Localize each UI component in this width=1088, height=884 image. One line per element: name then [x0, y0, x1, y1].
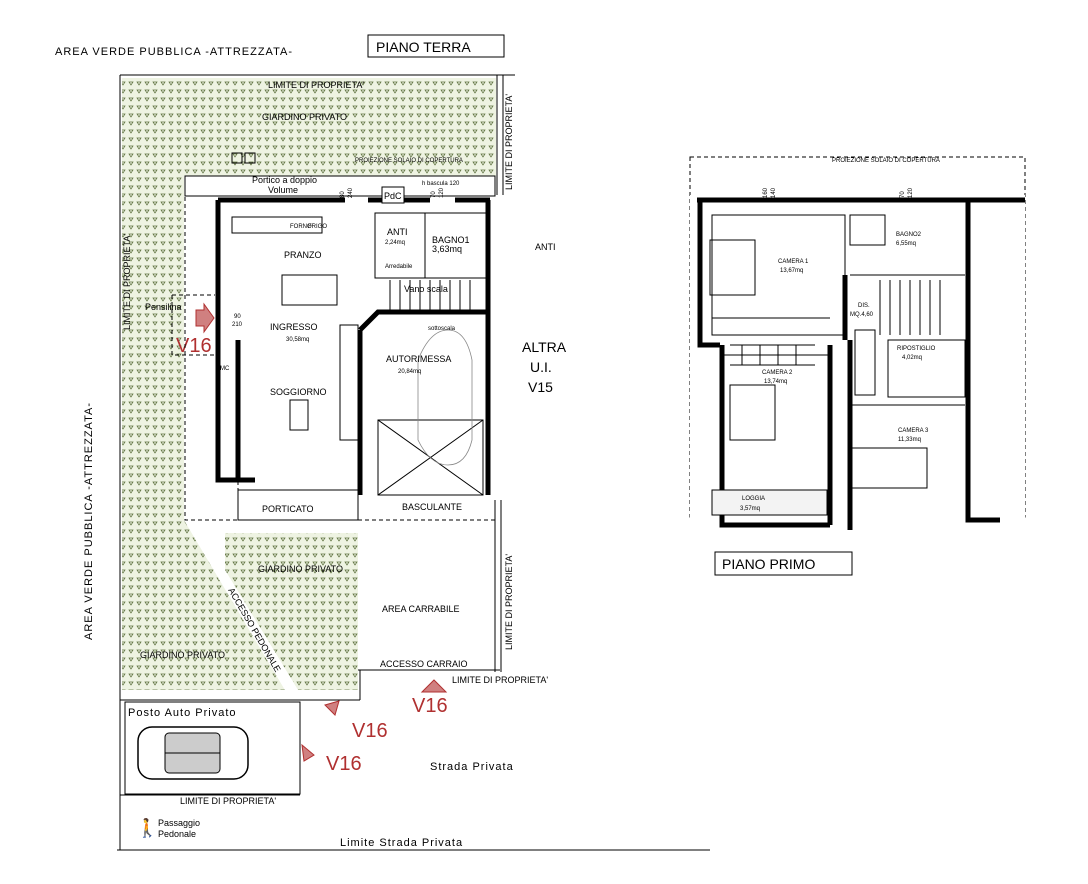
view-arrow-icon — [324, 700, 340, 716]
limite-bottom-right: LIMITE DI PROPRIETA' — [452, 675, 548, 685]
camera3: CAMERA 3 — [898, 428, 929, 434]
garden-left — [122, 176, 285, 690]
vmc: VMC — [216, 366, 230, 372]
loggia: LOGGIA — [742, 496, 765, 502]
garden-lower — [225, 533, 358, 690]
dim-140: 140 — [771, 187, 777, 198]
property-boundary — [117, 74, 710, 851]
camera1-area: 13,67mq — [780, 268, 803, 274]
v16-label: V16 — [352, 720, 388, 742]
ground-floor — [171, 152, 496, 521]
passaggio: Passaggio — [158, 818, 200, 828]
pensilina: Pensilina — [145, 302, 182, 312]
limite-top: LIMITE DI PROPRIETA' — [268, 80, 364, 90]
view-arrow-icon — [301, 743, 315, 762]
first-floor — [690, 195, 1025, 530]
pedestrian-path — [184, 520, 298, 690]
area-carrabile: AREA CARRABILE — [382, 604, 460, 614]
soggiorno: SOGGIORNO — [270, 387, 327, 397]
autorimessa-area: 20,84mq — [398, 369, 421, 375]
anti: ANTI — [387, 227, 408, 237]
bagno1-area: 3,63mq — [432, 244, 462, 254]
view-arrow-icon — [195, 302, 215, 334]
camera1: CAMERA 1 — [778, 259, 809, 265]
accesso-carraio: ACCESSO CARRAIO — [380, 659, 468, 669]
limite-right-bottom: LIMITE DI PROPRIETA' — [504, 554, 514, 650]
piano-primo-box — [714, 551, 853, 576]
altra: ALTRA — [522, 339, 567, 355]
door-210: 210 — [232, 322, 243, 328]
proiezione-first: PROIEZIONE SOLAIO DI COPERTURA — [832, 158, 940, 164]
giardino-low: GIARDINO PRIVATO — [140, 650, 225, 660]
v15: V15 — [528, 379, 553, 395]
camera2-area: 13,74mq — [764, 379, 787, 385]
view-arrow-icon — [420, 679, 448, 693]
basculante: BASCULANTE — [402, 502, 462, 512]
posto-auto: Posto Auto Privato — [128, 707, 237, 719]
v16-label: V16 — [412, 695, 448, 717]
proiezione-ground: PROIEZIONE SOLAIO DI COPERTURA — [355, 158, 463, 164]
piano-terra-box — [367, 34, 505, 58]
dim-70: 70 — [900, 191, 906, 198]
pedonale: Pedonale — [158, 829, 196, 839]
portico: Portico a doppio — [252, 175, 317, 185]
pranzo: PRANZO — [284, 250, 322, 260]
garden-top — [122, 78, 496, 176]
limite-bottom-left: LIMITE DI PROPRIETA' — [180, 796, 276, 806]
volume: Volume — [268, 185, 298, 195]
area-verde-left-title: AREA VERDE PUBBLICA -ATTREZZATA- — [83, 402, 95, 640]
v16-label: V16 — [326, 753, 362, 775]
porticato: PORTICATO — [262, 504, 314, 514]
ui: U.I. — [530, 359, 552, 375]
vano-scala: Vano scala — [404, 284, 448, 294]
dis: DIS. — [858, 303, 870, 309]
camera3-area: 11,33mq — [898, 437, 921, 443]
bagno2-area: 6,55mq — [896, 241, 916, 247]
limite-right-top: LIMITE DI PROPRIETA' — [504, 94, 514, 190]
piano-terra-title: PIANO TERRA — [376, 39, 471, 55]
dim-120: 120 — [439, 187, 445, 198]
ripostiglio: RIPOSTIGLIO — [897, 346, 936, 352]
v16-label: V16 — [176, 335, 212, 357]
dim-240: 240 — [348, 187, 354, 198]
giardino-mid: GIARDINO PRIVATO — [258, 564, 343, 574]
limite-strada: Limite Strada Privata — [340, 837, 463, 849]
pdc: PdC — [384, 191, 402, 201]
garage-car — [417, 329, 473, 466]
bagno2: BAGNO2 — [896, 232, 922, 238]
bagno1: BAGNO1 — [432, 235, 470, 245]
door-90: 90 — [234, 314, 241, 320]
loggia-area: 3,57mq — [740, 506, 760, 512]
car-icon — [137, 726, 249, 780]
posto-auto-box — [124, 701, 301, 795]
h-bascula: h bascula 120 — [422, 181, 460, 187]
giardino-top: GIARDINO PRIVATO — [262, 112, 347, 122]
strada-privata: Strada Privata — [430, 761, 514, 773]
autorimessa: AUTORIMESSA — [386, 354, 451, 364]
frigo: FRIGO — [308, 224, 327, 230]
dim-160: 160 — [763, 187, 769, 198]
sottoscala: sottoscala — [428, 326, 456, 332]
person-icon: 🚶 — [136, 817, 158, 838]
piano-primo-title: PIANO PRIMO — [722, 556, 815, 572]
anti-area: 2,24mq — [385, 240, 405, 246]
dim-80: 80 — [340, 191, 346, 198]
area-verde-title: AREA VERDE PUBBLICA -ATTREZZATA- — [55, 46, 293, 58]
anti-outside: ANTI — [535, 242, 556, 252]
ripostiglio-area: 4,02mq — [902, 355, 922, 361]
limite-left: LIMITE DI PROPRIETA' — [122, 234, 132, 330]
dis-area: MQ.4,60 — [850, 312, 874, 318]
dim-70: 70 — [431, 191, 437, 198]
ingresso: INGRESSO — [270, 322, 318, 332]
forno: FORNO — [290, 224, 312, 230]
camera2: CAMERA 2 — [762, 370, 793, 376]
ingresso-area: 30,58mq — [286, 337, 309, 343]
dim-120: 120 — [908, 187, 914, 198]
arredabile: Arredabile — [385, 264, 413, 270]
